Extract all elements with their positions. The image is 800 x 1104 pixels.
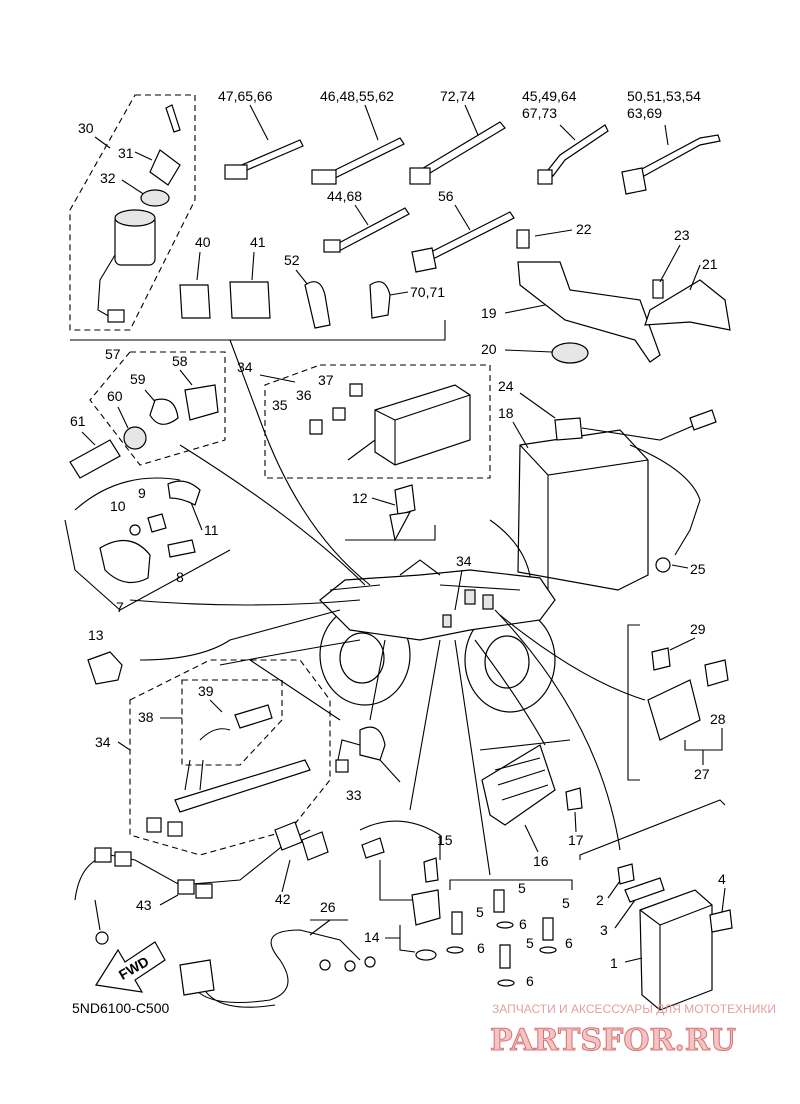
label-7: 7 — [116, 599, 124, 615]
label-27: 27 — [694, 766, 710, 782]
clamp-52 — [304, 281, 331, 329]
label-34-bottom: 34 — [95, 734, 111, 750]
label-67-73: 67,73 — [522, 105, 557, 121]
label-22: 22 — [576, 221, 592, 237]
label-5c: 5 — [562, 895, 570, 911]
key-icon — [149, 149, 181, 186]
label-37: 37 — [318, 372, 334, 388]
label-34-top: 34 — [237, 359, 253, 375]
harness-group-outline — [129, 659, 331, 856]
socket-58 — [184, 384, 219, 421]
horn-7 — [99, 539, 151, 584]
label-52: 52 — [284, 252, 300, 268]
label-15: 15 — [437, 832, 453, 848]
label-11: 11 — [204, 522, 219, 538]
label-1: 1 — [610, 955, 618, 971]
sensor-12 — [394, 484, 416, 516]
label-38: 38 — [138, 709, 154, 725]
label-59: 59 — [130, 371, 146, 387]
label-32: 32 — [100, 170, 116, 186]
rectifier-16 — [481, 744, 556, 826]
label-33: 33 — [346, 787, 362, 803]
label-34-mid: 34 — [456, 553, 472, 569]
watermark-logo: PARTSFOR.RU — [490, 1023, 736, 1058]
label-13: 13 — [88, 627, 104, 643]
label-6d: 6 — [526, 973, 534, 989]
label-44-68: 44,68 — [327, 188, 362, 204]
label-39: 39 — [198, 683, 214, 699]
cable-ties-group — [224, 104, 721, 273]
label-6a: 6 — [519, 916, 527, 932]
cap-59 — [149, 398, 179, 425]
label-72-74: 72,74 — [440, 88, 475, 104]
label-12: 12 — [352, 490, 368, 506]
nut-60 — [123, 426, 147, 450]
label-28: 28 — [710, 711, 726, 727]
label-47-65-66: 47,65,66 — [218, 88, 273, 104]
diagram-code: 5ND6100-C500 — [72, 1000, 169, 1016]
socket-group-outline — [89, 351, 226, 466]
label-30: 30 — [78, 120, 94, 136]
relay-41 — [229, 281, 271, 319]
label-45-49-64: 45,49,64 — [522, 88, 577, 104]
label-42: 42 — [275, 891, 291, 907]
label-61: 61 — [70, 413, 86, 429]
atv-silhouette — [319, 559, 556, 713]
label-6b: 6 — [477, 940, 485, 956]
label-58: 58 — [172, 353, 188, 369]
label-18: 18 — [498, 405, 514, 421]
label-4: 4 — [718, 871, 726, 887]
label-35: 35 — [272, 397, 288, 413]
label-5d: 5 — [526, 935, 534, 951]
thermo-switch-13 — [87, 651, 123, 685]
label-23: 23 — [674, 227, 690, 243]
speed-sensor-14 — [411, 889, 441, 926]
label-56: 56 — [438, 188, 454, 204]
label-24: 24 — [498, 378, 514, 394]
label-46-48-55-62: 46,48,55,62 — [320, 88, 394, 104]
label-26: 26 — [320, 899, 336, 915]
label-16: 16 — [533, 853, 549, 869]
starter-relay — [647, 679, 701, 741]
fuse-box-outline — [264, 364, 491, 479]
clamp-70 — [369, 281, 391, 319]
label-31: 31 — [118, 145, 134, 161]
label-29: 29 — [690, 621, 706, 637]
label-36: 36 — [296, 387, 312, 403]
label-57: 57 — [105, 346, 121, 362]
label-63-69: 63,69 — [627, 105, 662, 121]
label-25: 25 — [690, 561, 706, 577]
switch-33 — [359, 726, 386, 761]
label-40: 40 — [195, 234, 211, 250]
label-10: 10 — [110, 498, 126, 514]
label-20: 20 — [481, 341, 497, 357]
ecu-unit — [639, 889, 713, 1011]
label-43: 43 — [136, 897, 152, 913]
label-19: 19 — [481, 305, 497, 321]
main-switch-group: 30 31 32 — [69, 94, 196, 331]
fwd-arrow: FWD — [95, 941, 166, 993]
label-17: 17 — [568, 832, 584, 848]
label-21: 21 — [702, 256, 718, 272]
label-6c: 6 — [565, 935, 573, 951]
label-9: 9 — [138, 485, 146, 501]
label-41: 41 — [250, 234, 266, 250]
label-14: 14 — [364, 929, 380, 945]
relay-40 — [179, 284, 211, 319]
label-70-71: 70,71 — [410, 284, 445, 300]
plug-61 — [69, 439, 121, 479]
label-3: 3 — [600, 922, 608, 938]
battery-bracket-group — [516, 229, 731, 364]
fuse-box — [374, 384, 471, 466]
label-50-51-53-54: 50,51,53,54 — [627, 88, 701, 104]
watermark-tagline: ЗАПЧАСТИ И АКСЕССУАРЫ ДЛЯ МОТОТЕХНИКИ — [492, 1002, 776, 1016]
label-2: 2 — [596, 892, 604, 908]
battery-group — [517, 409, 717, 591]
label-5a: 5 — [518, 880, 526, 896]
label-5b: 5 — [476, 904, 484, 920]
label-60: 60 — [107, 388, 123, 404]
